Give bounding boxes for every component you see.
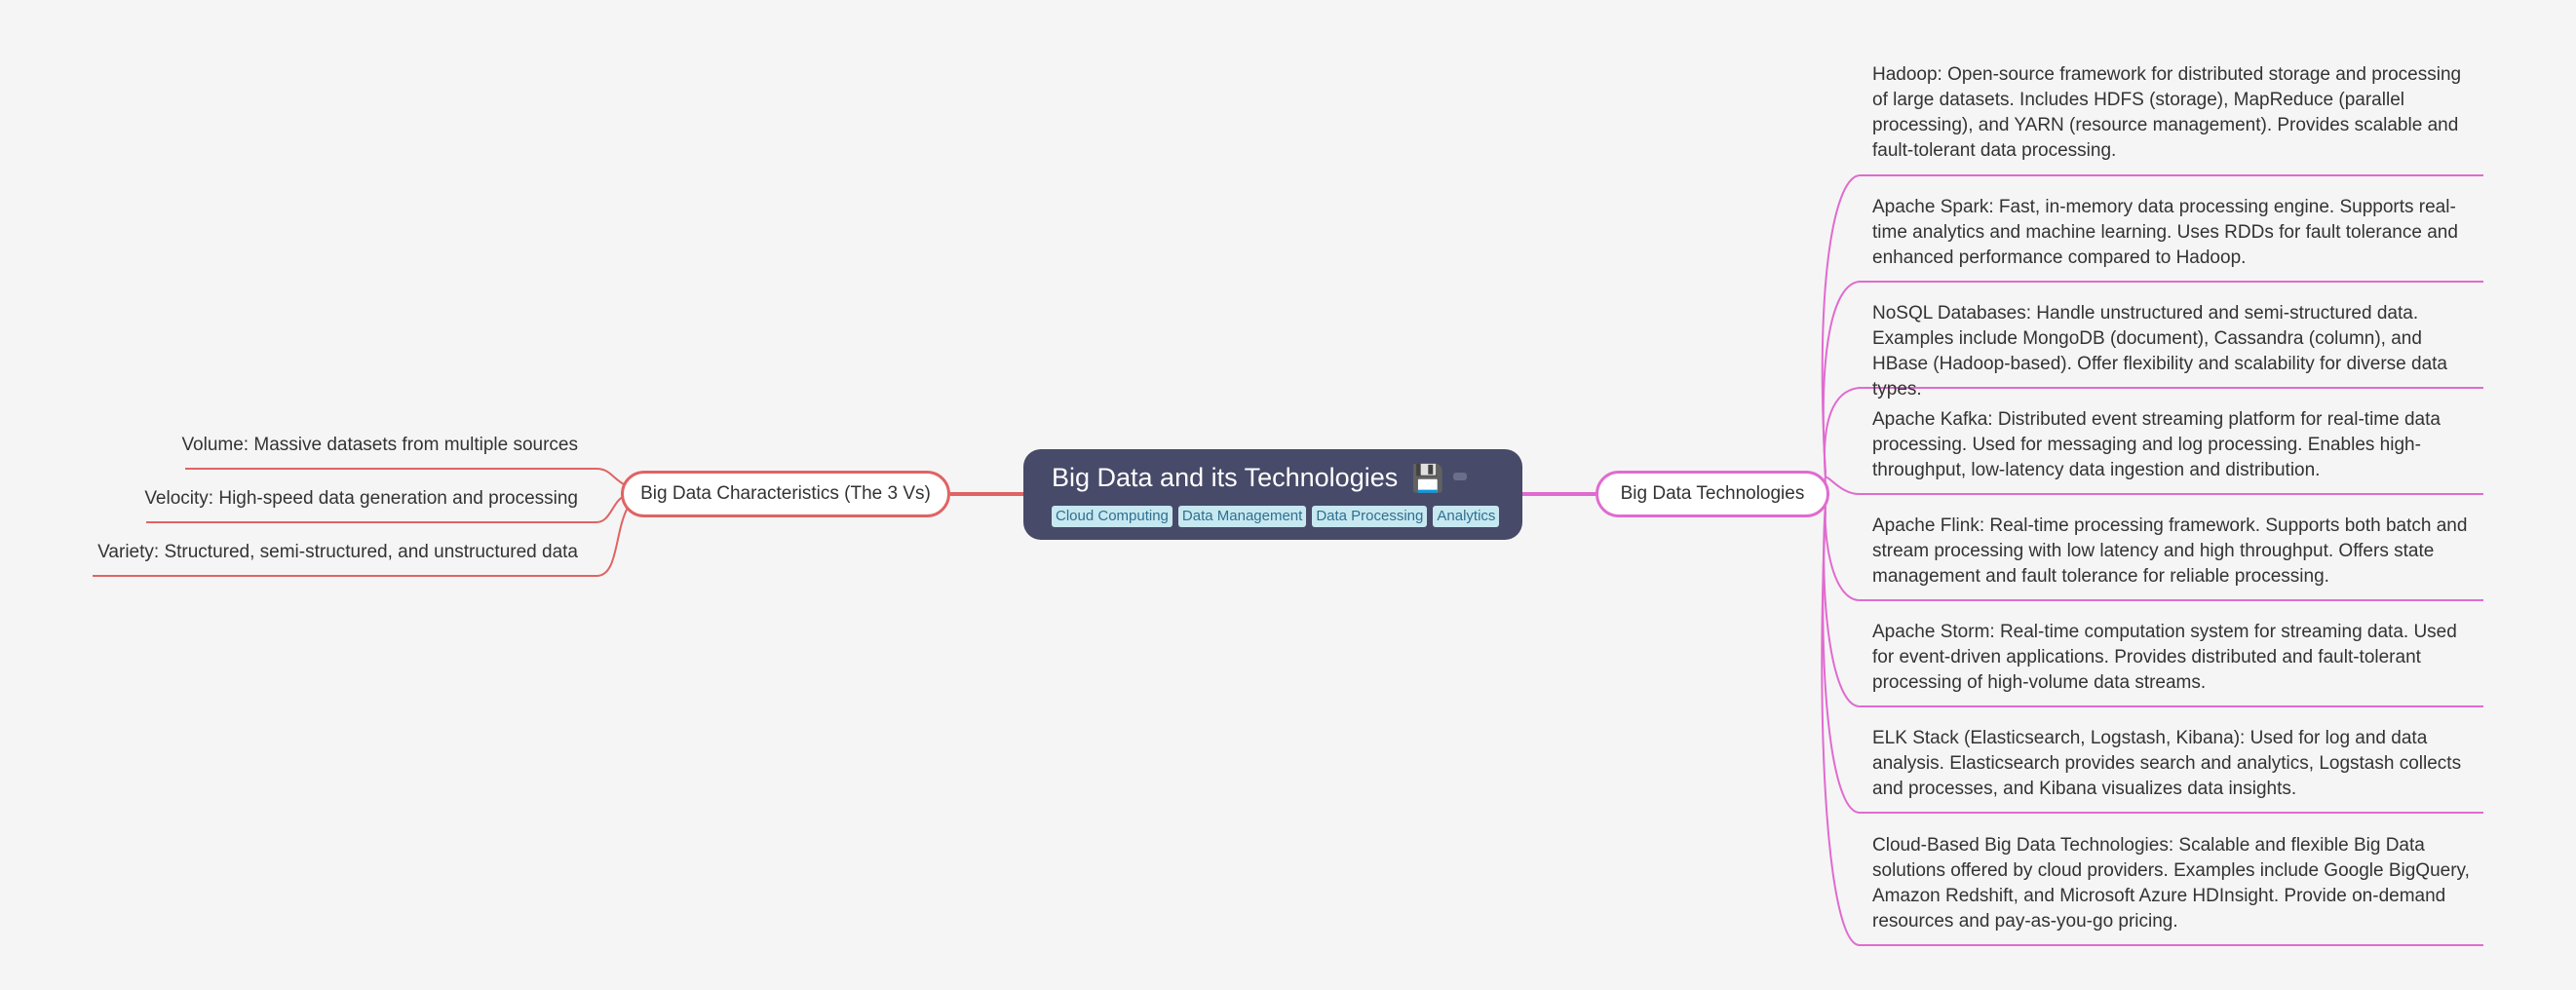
- connector-right-leaf-2: [1822, 281, 2483, 476]
- floppy-disk-icon: 💾: [1411, 464, 1444, 493]
- connector-right-leaf-4: [1824, 476, 2483, 496]
- leaf-volume[interactable]: Volume: Massive datasets from multiple s…: [181, 435, 578, 455]
- root-tags: Cloud Computing Data Management Data Pro…: [1052, 506, 1500, 527]
- leaf-apache-kafka[interactable]: Apache Kafka: Distributed event streamin…: [1872, 409, 2441, 480]
- tag-cloud-computing[interactable]: Cloud Computing: [1052, 506, 1173, 527]
- tag-analytics[interactable]: Analytics: [1433, 506, 1500, 527]
- tag-data-processing[interactable]: Data Processing: [1312, 506, 1428, 527]
- leaf-hadoop[interactable]: Hadoop: Open-source framework for distri…: [1872, 64, 2462, 161]
- leaf-apache-spark[interactable]: Apache Spark: Fast, in-memory data proce…: [1872, 197, 2458, 268]
- leaf-elk-stack[interactable]: ELK Stack (Elasticsearch, Logstash, Kiba…: [1872, 728, 2462, 799]
- branch-big-data-characteristics[interactable]: Big Data Characteristics (The 3 Vs): [621, 471, 950, 517]
- leaf-velocity[interactable]: Velocity: High-speed data generation and…: [144, 488, 578, 509]
- connector-left-leaf-2: [146, 495, 625, 523]
- tag-data-management[interactable]: Data Management: [1177, 506, 1307, 527]
- leaf-apache-storm[interactable]: Apache Storm: Real-time computation syst…: [1872, 622, 2457, 693]
- connector-right-leaf-8: [1821, 511, 2483, 946]
- connector-left-leaf-1: [185, 468, 625, 485]
- leaf-variety[interactable]: Variety: Structured, semi-structured, an…: [97, 542, 578, 562]
- leaf-apache-flink[interactable]: Apache Flink: Real-time processing frame…: [1872, 515, 2468, 587]
- connector-right-leaf-3: [1824, 387, 2483, 479]
- connector-left-leaf-3: [93, 505, 630, 577]
- root-node[interactable]: Big Data and its Technologies 💾 Cloud Co…: [1023, 449, 1522, 540]
- leaf-cloud-based-technologies[interactable]: Cloud-Based Big Data Technologies: Scala…: [1872, 835, 2470, 932]
- branch-big-data-technologies[interactable]: Big Data Technologies: [1596, 471, 1829, 517]
- leaf-nosql-databases[interactable]: NoSQL Databases: Handle unstructured and…: [1872, 303, 2447, 400]
- collapse-toggle-icon[interactable]: [1453, 473, 1467, 480]
- root-title: Big Data and its Technologies: [1052, 463, 1399, 492]
